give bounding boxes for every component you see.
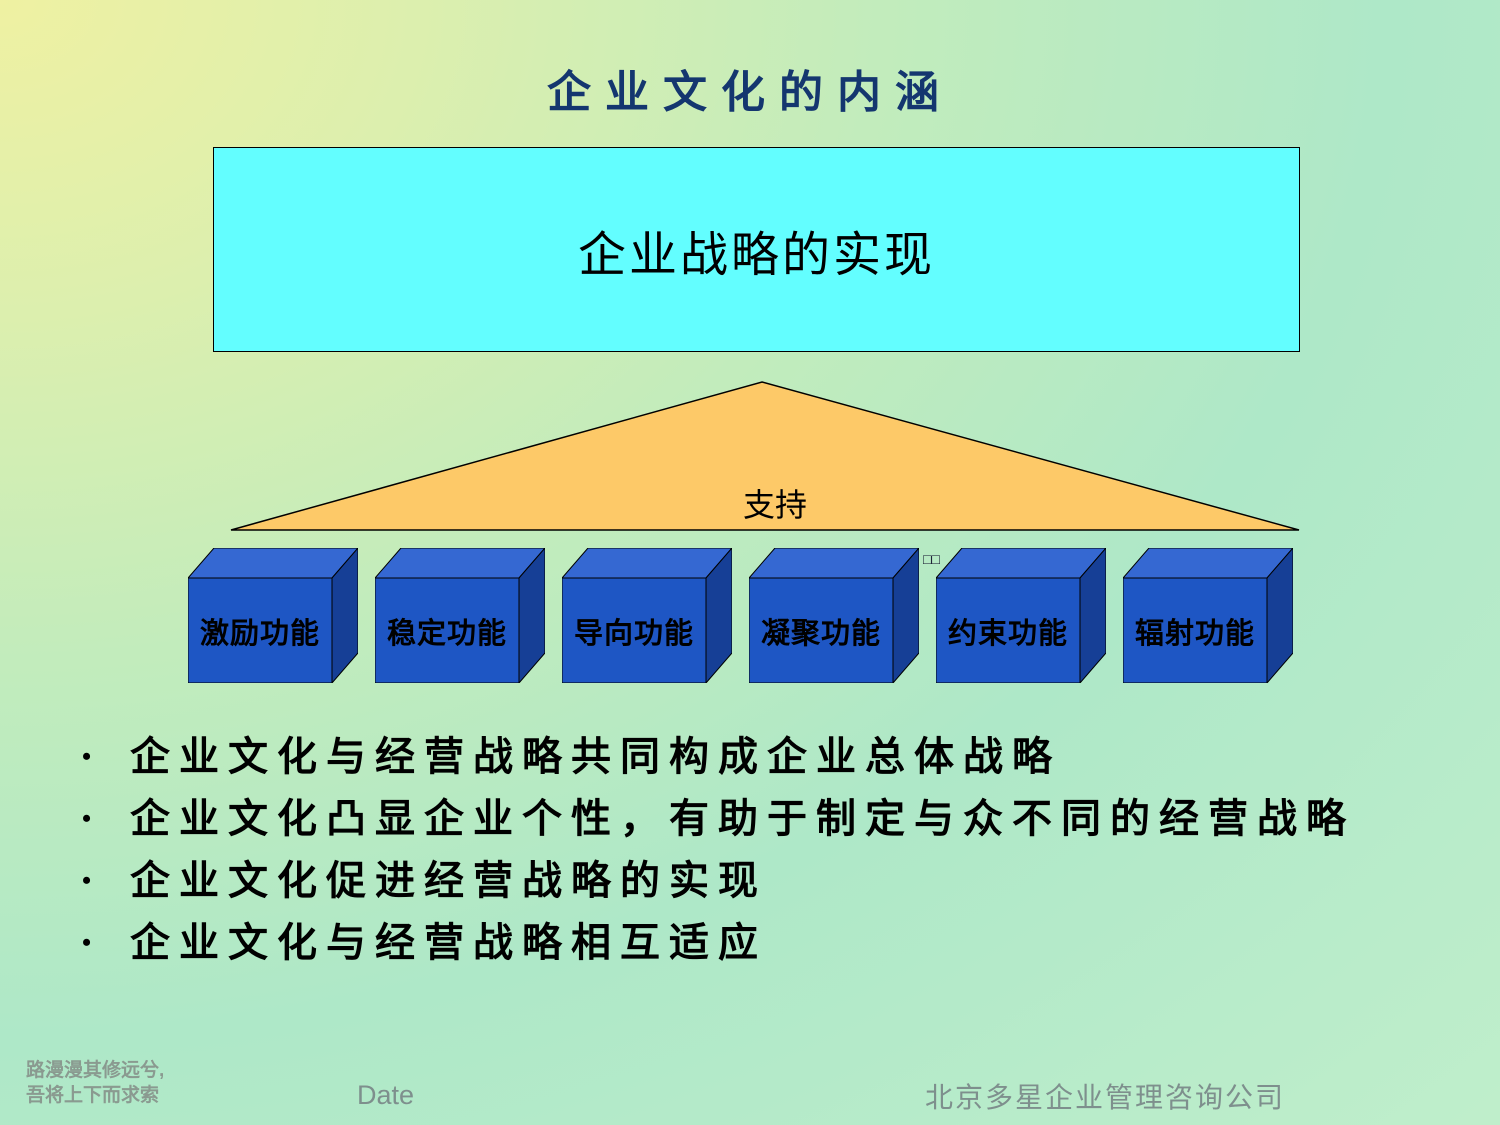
bullet-text: 企业文化凸显企业个性，有助于制定与众不同的经营战略 [130,796,1355,841]
function-box-label: 稳定功能 [386,617,507,650]
bullet-item: • 企业文化与经营战略共同构成企业总体战略 [72,736,1480,778]
support-label: 支持 [742,487,807,523]
bullet-text: 企业文化与经营战略共同构成企业总体战略 [130,734,1061,779]
box-3d-shape [1123,548,1293,683]
box-3d-shape [188,548,358,683]
bullet-list: • 企业文化与经营战略共同构成企业总体战略 • 企业文化凸显企业个性，有助于制定… [72,736,1480,984]
strategy-result-box: 企业战略的实现 [213,147,1300,352]
function-box-orientation: 导向功能 [562,548,732,683]
footer-motto: 路漫漫其修远兮, 吾将上下而求索 [26,1058,164,1108]
box-3d-shape [562,548,732,683]
bullet-marker: • [82,928,92,957]
support-triangle [230,381,1300,531]
footer-motto-line1: 路漫漫其修远兮, [26,1060,165,1081]
function-box-label: 凝聚功能 [760,617,881,650]
function-box-label: 约束功能 [947,617,1068,650]
bullet-item: • 企业文化促进经营战略的实现 [72,860,1480,902]
bullet-text: 企业文化促进经营战略的实现 [130,858,767,903]
bullet-marker: • [82,742,92,771]
stray-glyph: □□ [923,551,940,567]
bullet-item: • 企业文化凸显企业个性，有助于制定与众不同的经营战略 [72,798,1480,840]
box-3d-shape [375,548,545,683]
footer-motto-line2: 吾将上下而求索 [26,1085,160,1106]
function-box-radiation: 辐射功能 [1123,548,1293,683]
function-box-motivation: 激励功能 [188,548,358,683]
bullet-text: 企业文化与经营战略相互适应 [130,920,767,965]
function-box-restraint: 约束功能 [936,548,1106,683]
bullet-marker: • [82,866,92,895]
function-box-cohesion: 凝聚功能 [749,548,919,683]
function-box-label: 导向功能 [573,617,694,650]
footer-company: 北京多星企业管理咨询公司 [925,1083,1286,1114]
function-box-label: 激励功能 [199,617,320,650]
footer-date: Date [357,1080,415,1110]
function-box-stability: 稳定功能 [375,548,545,683]
strategy-result-label: 企业战略的实现 [577,228,935,282]
box-3d-shape [749,548,919,683]
box-3d-shape [936,548,1106,683]
function-box-label: 辐射功能 [1134,617,1255,650]
slide-title: 企业文化的内涵 [547,68,953,117]
bullet-item: • 企业文化与经营战略相互适应 [72,922,1480,964]
bullet-marker: • [82,804,92,833]
